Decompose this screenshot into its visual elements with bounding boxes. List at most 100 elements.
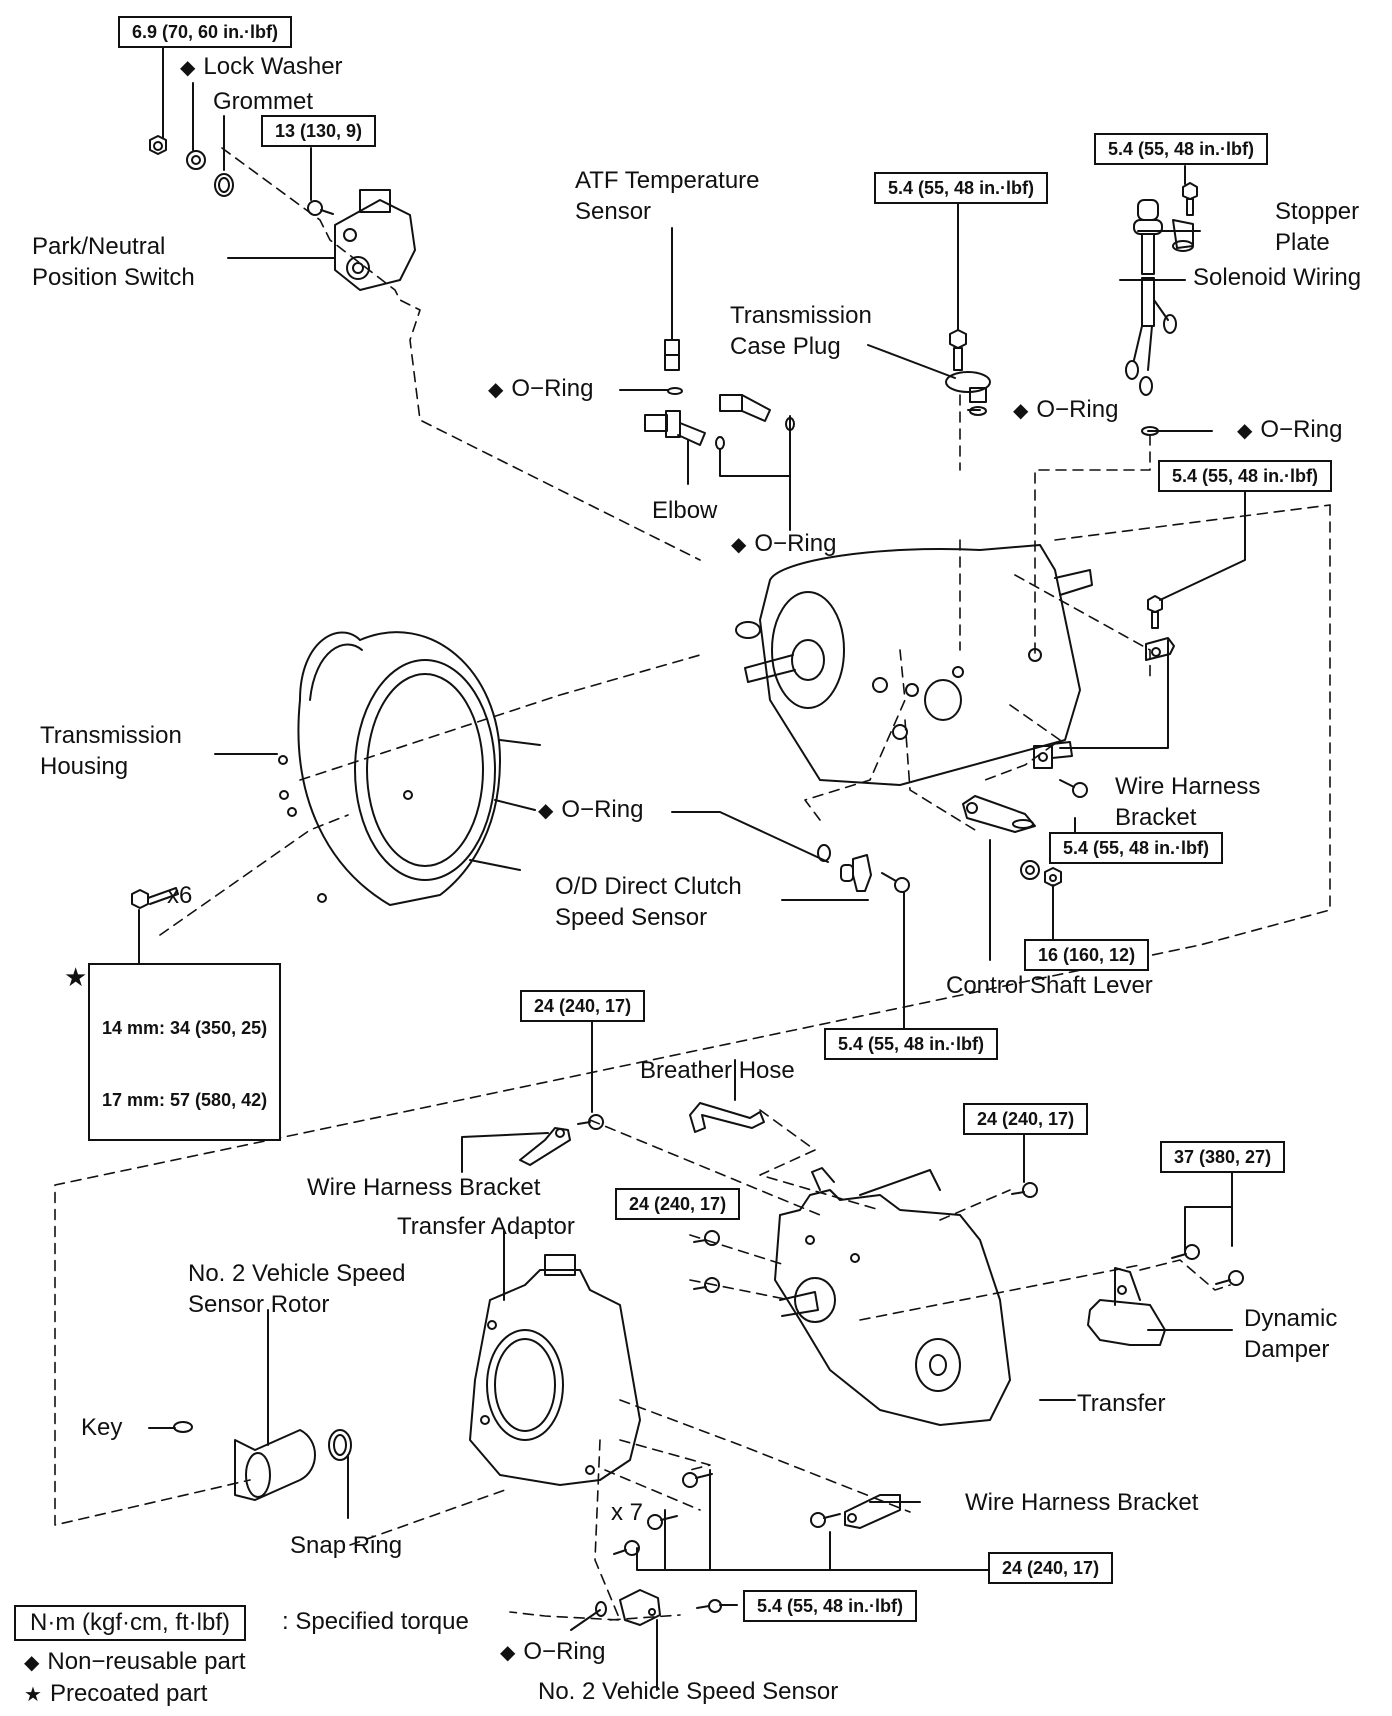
precoated-star-icon: ★	[64, 962, 88, 992]
part-transfer-adaptor	[469, 1254, 641, 1486]
torque-box-damper-bolts: 37 (380, 27)	[1160, 1141, 1286, 1173]
non-reusable-diamond-icon: ◆	[1237, 420, 1253, 442]
torque-box-pn-nut: 6.9 (70, 60 in.·lbf)	[118, 16, 293, 48]
part-bolt-bracket-lower	[1059, 779, 1088, 798]
label-o-ring-atf: ◆O−Ring	[488, 375, 594, 402]
part-bolt-od	[881, 872, 910, 893]
part-housing-bolt	[131, 887, 179, 909]
part-harness-bracket-mid	[519, 1127, 571, 1166]
label-x6: x6	[167, 882, 193, 909]
legend-torque-desc: : Specified torque	[282, 1608, 469, 1635]
non-reusable-diamond-icon: ◆	[500, 1642, 516, 1664]
part-harness-bracket-right	[1033, 741, 1073, 769]
label-o-ring-solenoid: ◆O−Ring	[1237, 416, 1343, 443]
torque-box-control-shaft-nut: 16 (160, 12)	[1024, 939, 1150, 971]
label-o-ring-case-plug: ◆O−Ring	[1013, 396, 1119, 423]
torque-housing-line1: 14 mm: 34 (350, 25)	[102, 1018, 268, 1038]
legend-torque-unit-box: N·m (kgf·cm, ft·lbf)	[14, 1605, 246, 1641]
part-washer-lever	[1020, 860, 1040, 880]
part-lock-washer	[186, 150, 206, 170]
part-bolt-vss	[696, 1599, 722, 1613]
torque-box-harness-bracket-mid: 24 (240, 17)	[520, 990, 646, 1022]
label-o-ring-od: ◆O−Ring	[538, 796, 644, 823]
part-o-ring-elbow-b	[785, 417, 795, 431]
part-elbow-2	[719, 394, 771, 422]
torque-box-case-plug-bolt: 5.4 (55, 48 in.·lbf)	[874, 172, 1049, 204]
part-bolt-adaptor-a	[693, 1230, 720, 1246]
part-bolt-low-b	[647, 1514, 678, 1530]
part-bolt-low-c	[613, 1540, 640, 1556]
torque-box-od-sensor-bolt: 5.4 (55, 48 in.·lbf)	[824, 1028, 999, 1060]
part-solenoid-wiring	[1125, 199, 1177, 396]
part-transmission-housing	[278, 631, 541, 906]
label-lock-washer: ◆Lock Washer	[180, 53, 343, 80]
part-bolt-solenoid	[1182, 182, 1198, 216]
torque-box-housing-bolts: 14 mm: 34 (350, 25) 17 mm: 57 (580, 42)	[88, 963, 282, 1141]
part-snap-ring	[328, 1429, 352, 1461]
part-transmission-case	[735, 544, 1093, 786]
non-reusable-diamond-icon: ◆	[488, 379, 504, 401]
label-wire-harness-bracket-mid: Wire Harness Bracket	[307, 1174, 541, 1201]
label-o-ring-vss: ◆O−Ring	[500, 1638, 606, 1665]
part-stopper-plate	[1172, 219, 1194, 252]
label-control-shaft-lever: Control Shaft Lever	[946, 972, 1153, 999]
part-vss-rotor	[234, 1429, 316, 1501]
legend-precoated: ★Precoated part	[24, 1680, 208, 1707]
part-harness-bracket-low	[844, 1494, 901, 1529]
label-snap-ring: Snap Ring	[290, 1532, 403, 1559]
torque-box-pn-bolt: 13 (130, 9)	[261, 115, 377, 147]
torque-box-harness-bracket-lower: 5.4 (55, 48 in.·lbf)	[1049, 832, 1224, 864]
part-pn-switch	[334, 189, 416, 291]
label-key: Key	[81, 1414, 123, 1441]
torque-box-adaptor-bolts: 24 (240, 17)	[615, 1188, 741, 1220]
non-reusable-diamond-icon: ◆	[180, 57, 196, 79]
non-reusable-diamond-icon: ◆	[1013, 400, 1029, 422]
part-bolt-adaptor-b	[693, 1277, 720, 1293]
part-case-plug	[945, 371, 991, 403]
part-elbow-1	[644, 410, 706, 446]
torque-box-harness-bracket-upper: 5.4 (55, 48 in.·lbf)	[1158, 460, 1333, 492]
label-grommet: Grommet	[213, 88, 314, 115]
part-nut	[149, 135, 167, 155]
legend-non-reusable: ◆Non−reusable part	[24, 1648, 246, 1675]
part-dynamic-damper	[1087, 1267, 1166, 1346]
torque-housing-line2: 17 mm: 57 (580, 42)	[102, 1090, 268, 1110]
label-transfer-adaptor: Transfer Adaptor	[397, 1213, 575, 1240]
leader-lines	[138, 47, 1246, 1691]
part-control-shaft-lever	[962, 795, 1036, 833]
part-vss-sensor	[619, 1589, 661, 1626]
part-o-ring-atf	[667, 387, 683, 395]
part-nut-lever	[1044, 867, 1062, 887]
torque-box-speed-sensor-bolt: 5.4 (55, 48 in.·lbf)	[743, 1590, 918, 1622]
part-bolt-bracket-mid	[577, 1114, 604, 1130]
label-transfer: Transfer	[1077, 1390, 1166, 1417]
label-no2-vehicle-speed-sensor: No. 2 Vehicle Speed Sensor	[538, 1678, 839, 1705]
label-o-ring-elbow: ◆O−Ring	[731, 530, 837, 557]
label-x7: x 7	[611, 1499, 644, 1526]
part-bolt-low-a	[682, 1472, 713, 1488]
label-wire-harness-bracket-low: Wire Harness Bracket	[965, 1489, 1199, 1516]
torque-box-adaptor-lower-bolts: 24 (240, 17)	[988, 1552, 1114, 1584]
part-o-ring-elbow-a	[715, 436, 725, 450]
part-key	[173, 1421, 193, 1433]
torque-box-transfer-top: 24 (240, 17)	[963, 1103, 1089, 1135]
part-bolt-bracket-upper	[1147, 595, 1163, 629]
non-reusable-diamond-icon: ◆	[731, 534, 747, 556]
part-o-ring-vss	[595, 1601, 607, 1617]
part-o-ring-od	[817, 844, 831, 862]
part-o-ring-plug	[969, 406, 987, 416]
part-breather-hose	[689, 1102, 765, 1133]
part-bolt-low-d	[810, 1512, 841, 1528]
non-reusable-diamond-icon: ◆	[538, 800, 554, 822]
label-solenoid-wiring: Solenoid Wiring	[1193, 264, 1362, 291]
part-bolt-damper-a	[1171, 1244, 1200, 1260]
